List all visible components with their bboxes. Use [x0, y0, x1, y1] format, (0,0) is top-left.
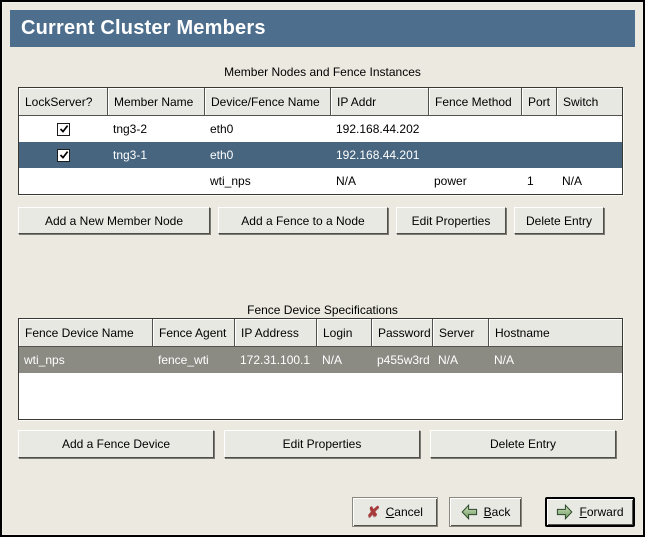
button-label: Add a New Member Node	[44, 213, 184, 228]
forward-label: Forward	[579, 505, 623, 519]
add-fence-to-node-button[interactable]: Add a Fence to a Node	[218, 207, 388, 234]
add-member-node-button[interactable]: Add a New Member Node	[18, 207, 210, 234]
back-arrow-icon	[461, 504, 477, 520]
lockserver-cell	[19, 122, 108, 136]
member-nodes-table: LockServer? Member Name Device/Fence Nam…	[18, 87, 623, 195]
button-label: Add a Fence to a Node	[241, 213, 365, 228]
fence-button-row: Add a Fence Device Edit Properties Delet…	[18, 430, 616, 458]
hostname-cell: N/A	[494, 353, 515, 367]
column-header-fence-method[interactable]: Fence Method	[429, 88, 522, 116]
password-cell: p455w3rd	[377, 353, 430, 367]
member-name-cell: tng3-1	[113, 148, 148, 162]
device-fence-cell: wti_nps	[210, 174, 251, 188]
edit-member-properties-button[interactable]: Edit Properties	[396, 207, 506, 234]
cancel-x-icon: ✘	[366, 503, 381, 521]
lockserver-checkbox[interactable]	[57, 122, 70, 136]
column-header-switch[interactable]: Switch	[557, 88, 622, 116]
back-button[interactable]: Back	[449, 497, 522, 527]
ip-addr-cell: 192.168.44.202	[336, 122, 420, 136]
back-mnemonic: B	[483, 505, 492, 519]
fence-instance-row-wti-nps[interactable]: wti_nps N/A power 1 N/A	[19, 168, 622, 194]
server-cell: N/A	[438, 353, 459, 367]
members-button-row: Add a New Member Node Add a Fence to a N…	[18, 207, 604, 234]
forward-label-rest: orward	[586, 505, 624, 519]
member-row-tng3-2[interactable]: tng3-2 eth0 192.168.44.202	[19, 116, 622, 142]
device-fence-cell: eth0	[210, 148, 234, 162]
column-header-server[interactable]: Server	[433, 319, 489, 347]
member-name-cell: tng3-2	[113, 122, 148, 136]
button-label: Delete Entry	[489, 437, 557, 451]
fence-devices-table: Fence Device Name Fence Agent IP Address…	[18, 318, 623, 420]
ip-addr-cell: N/A	[336, 174, 357, 188]
fence-agent-cell: fence_wti	[158, 353, 209, 367]
button-label: Edit Properties	[282, 437, 362, 451]
button-label: Edit Properties	[411, 213, 491, 228]
check-icon	[59, 151, 68, 159]
column-header-port[interactable]: Port	[522, 88, 557, 116]
check-icon	[59, 125, 68, 133]
column-header-device-fence-name[interactable]: Device/Fence Name	[205, 88, 331, 116]
edit-fence-properties-button[interactable]: Edit Properties	[224, 430, 420, 458]
fence-device-name-cell: wti_nps	[24, 353, 65, 367]
cancel-mnemonic: C	[385, 505, 395, 519]
dialog-header: Current Cluster Members	[10, 10, 635, 47]
back-label: Back	[484, 505, 511, 519]
delete-fence-entry-button[interactable]: Delete Entry	[430, 430, 616, 458]
add-fence-device-button[interactable]: Add a Fence Device	[18, 430, 214, 458]
fence-devices-table-header: Fence Device Name Fence Agent IP Address…	[19, 319, 622, 347]
switch-cell: N/A	[562, 174, 583, 188]
ip-address-cell: 172.31.100.1	[240, 353, 311, 367]
column-header-ip-addr[interactable]: IP Addr	[331, 88, 429, 116]
delete-member-entry-button[interactable]: Delete Entry	[514, 207, 604, 234]
button-label: Add a Fence Device	[61, 437, 171, 451]
back-label-rest: ack	[491, 505, 511, 519]
fence-table-title: Fence Device Specifications	[247, 303, 398, 317]
cancel-button[interactable]: ✘ Cancel	[352, 497, 438, 527]
port-cell: 1	[527, 174, 534, 188]
login-cell: N/A	[322, 353, 343, 367]
members-table-title: Member Nodes and Fence Instances	[224, 65, 421, 79]
dialog-footer: ✘ Cancel Back Forward	[352, 497, 635, 527]
forward-button[interactable]: Forward	[545, 497, 635, 527]
forward-arrow-icon	[557, 504, 573, 520]
cancel-label-rest: ancel	[394, 505, 423, 519]
column-header-fence-device-name[interactable]: Fence Device Name	[19, 319, 153, 347]
member-nodes-table-header: LockServer? Member Name Device/Fence Nam…	[19, 88, 622, 116]
forward-mnemonic: F	[579, 505, 587, 519]
column-header-hostname[interactable]: Hostname	[489, 319, 622, 347]
member-row-tng3-1-selected[interactable]: tng3-1 eth0 192.168.44.201	[19, 142, 622, 168]
page-title: Current Cluster Members	[21, 17, 266, 39]
fence-device-row-wti-nps-selected[interactable]: wti_nps fence_wti 172.31.100.1 N/A p455w…	[19, 347, 622, 373]
device-fence-cell: eth0	[210, 122, 234, 136]
cancel-label: Cancel	[386, 505, 423, 519]
column-header-ip-address[interactable]: IP Address	[235, 319, 317, 347]
column-header-login[interactable]: Login	[317, 319, 372, 347]
button-label: Delete Entry	[525, 213, 593, 228]
column-header-fence-agent[interactable]: Fence Agent	[153, 319, 235, 347]
column-header-lockserver[interactable]: LockServer?	[19, 88, 108, 116]
lockserver-cell	[19, 148, 108, 162]
ip-addr-cell: 192.168.44.201	[336, 148, 420, 162]
column-header-password[interactable]: Password	[372, 319, 433, 347]
lockserver-checkbox[interactable]	[57, 148, 70, 162]
fence-method-cell: power	[434, 174, 467, 188]
column-header-member-name[interactable]: Member Name	[108, 88, 205, 116]
